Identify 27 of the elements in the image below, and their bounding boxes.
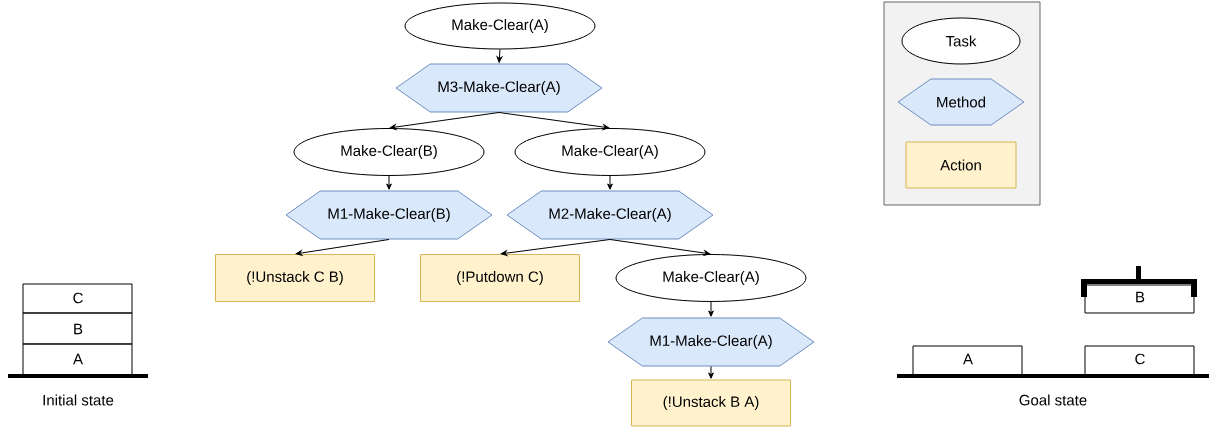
state-caption: Initial state (43, 394, 114, 406)
block-label: B (1136, 291, 1145, 303)
action-box: (!Unstack B A) (631, 379, 791, 427)
method-hexagon: M1-Make-Clear(A) (607, 317, 815, 367)
block-label: C (1135, 353, 1145, 365)
legend-item: Method (897, 78, 1025, 126)
legend-item: Task (901, 17, 1021, 65)
arrow (609, 239, 711, 256)
action-box: (!Unstack C B) (215, 254, 375, 302)
method-hexagon: M1-Make-Clear(B) (285, 190, 493, 240)
arrow (708, 301, 714, 317)
arrow (708, 366, 714, 379)
method-hexagon: M3-Make-Clear(A) (395, 63, 603, 113)
method-hexagon: M2-Make-Clear(A) (506, 190, 714, 240)
arrow (496, 49, 503, 63)
block-label: B (74, 323, 83, 335)
arrow (498, 112, 610, 130)
block-label: A (73, 353, 83, 365)
block-label: A (963, 353, 973, 365)
state-caption: Goal state (1019, 394, 1087, 406)
legend-item: Action (905, 141, 1017, 189)
arrow (607, 175, 613, 190)
action-box: (!Putdown C) (420, 254, 580, 302)
arrow (500, 239, 611, 256)
block-label: C (73, 292, 83, 304)
arrow (389, 112, 500, 130)
arrow (386, 175, 392, 190)
